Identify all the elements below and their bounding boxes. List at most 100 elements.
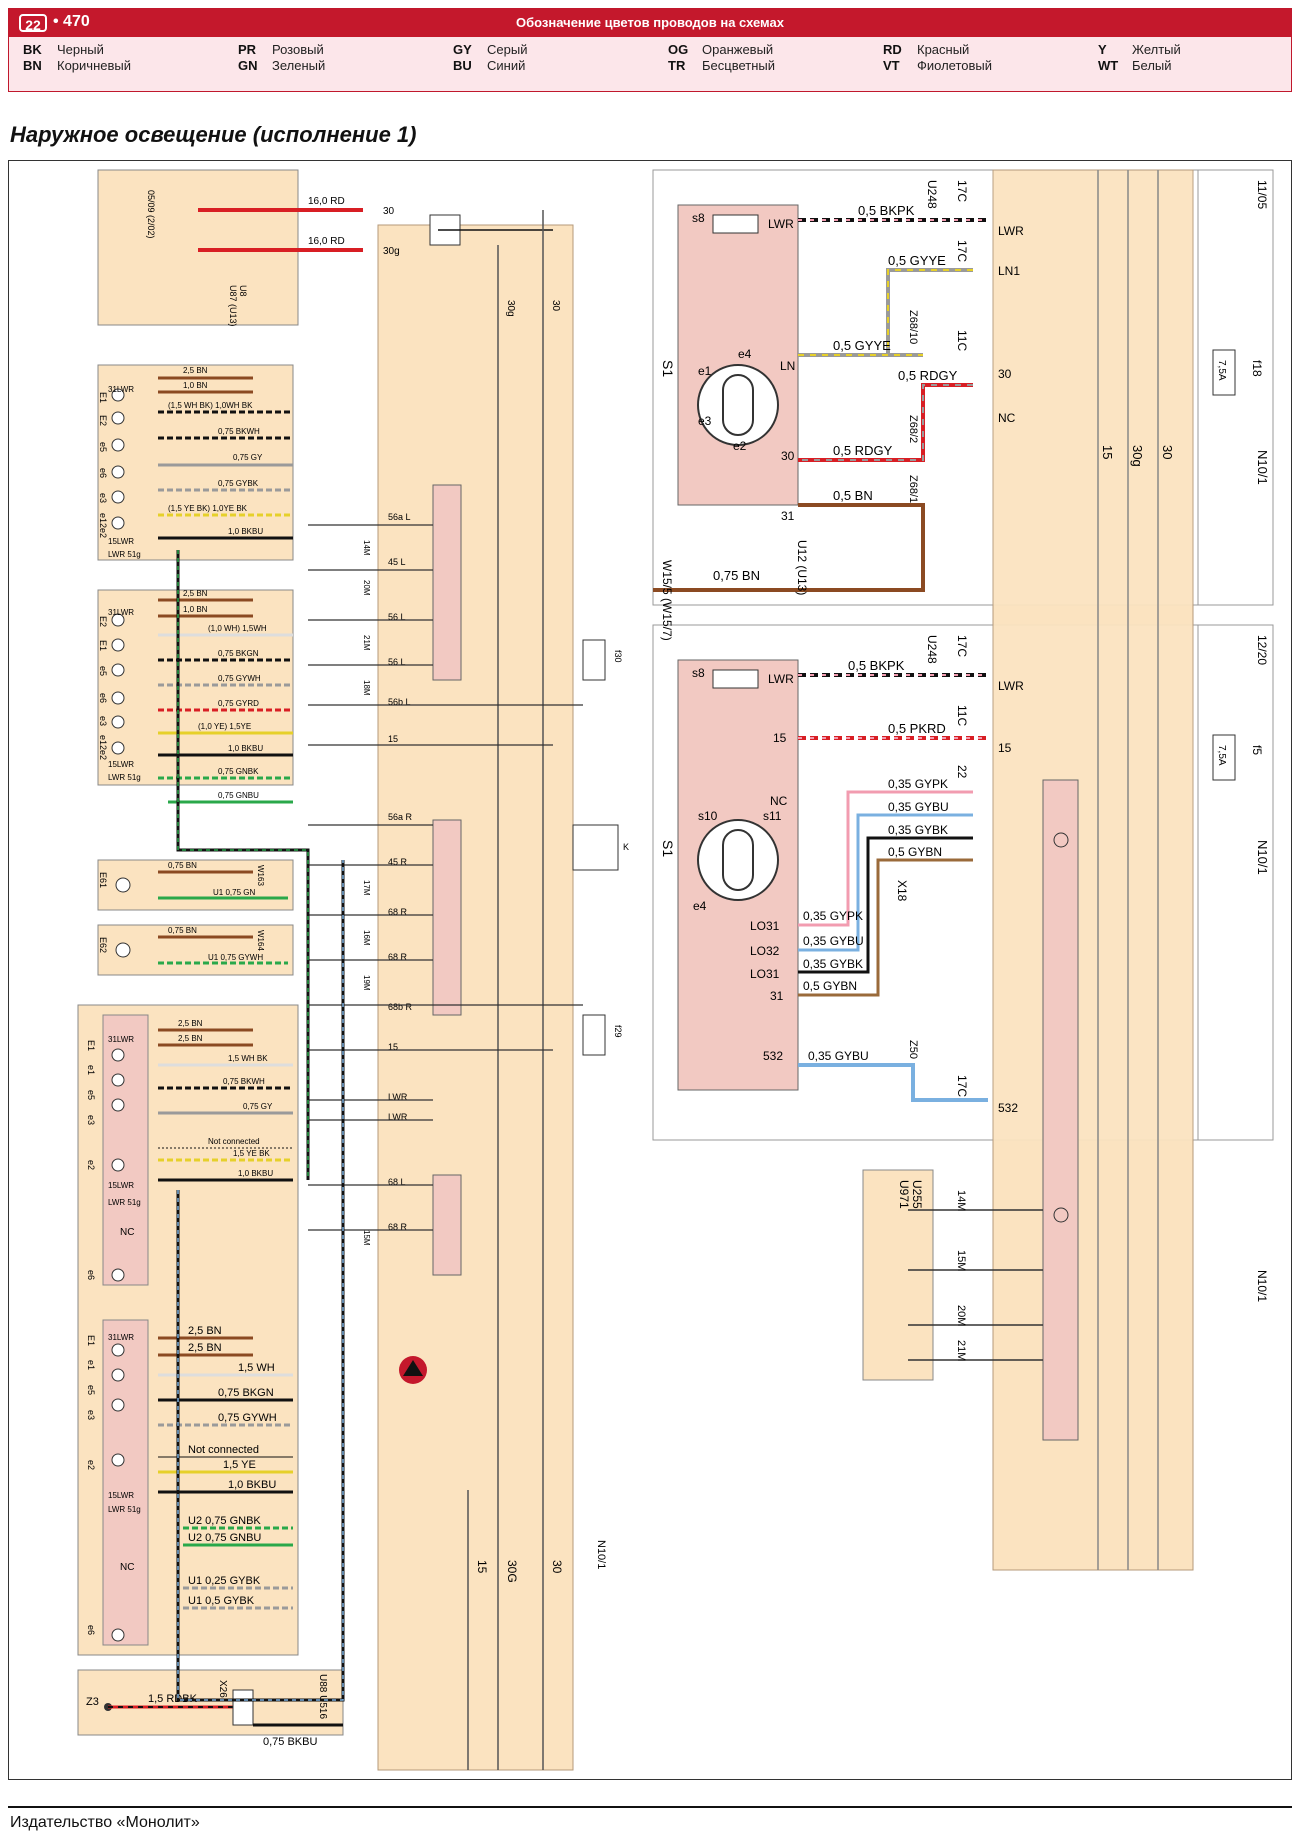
- unit-u255: [862, 1169, 934, 1381]
- svg-text:14M: 14M: [362, 540, 371, 556]
- svg-text:e3: e3: [98, 493, 108, 503]
- svg-text:0,75 GYWH: 0,75 GYWH: [218, 1412, 277, 1424]
- svg-text:E1: E1: [86, 1040, 96, 1051]
- ground-connector: [77, 1669, 344, 1736]
- svg-text:2,5 BN: 2,5 BN: [178, 1019, 203, 1028]
- svg-text:U2 0,75 GNBU: U2 0,75 GNBU: [188, 1532, 261, 1544]
- svg-text:E1: E1: [98, 392, 108, 403]
- svg-text:532: 532: [998, 1101, 1018, 1115]
- lamp-control-right: [432, 819, 462, 1016]
- svg-text:LWR: LWR: [768, 217, 794, 231]
- svg-text:E61: E61: [98, 872, 108, 888]
- svg-text:U1 0,25 GYBK: U1 0,25 GYBK: [188, 1575, 261, 1587]
- svg-text:e2: e2: [86, 1160, 96, 1170]
- svg-text:e2: e2: [98, 750, 108, 760]
- svg-text:0,35 GYBK: 0,35 GYBK: [803, 957, 863, 971]
- svg-text:e3: e3: [86, 1410, 96, 1420]
- svg-text:17C: 17C: [955, 1075, 969, 1097]
- svg-text:U87 (U13): U87 (U13): [228, 285, 238, 327]
- svg-text:NC: NC: [770, 794, 788, 808]
- svg-text:e6: e6: [86, 1270, 96, 1280]
- svg-text:Z3: Z3: [86, 1696, 99, 1708]
- svg-text:f30: f30: [613, 650, 623, 663]
- svg-text:E1: E1: [86, 1335, 96, 1346]
- svg-text:e6: e6: [98, 468, 108, 478]
- svg-text:56b L: 56b L: [388, 697, 411, 707]
- svg-text:s8: s8: [692, 666, 705, 680]
- publisher-footer: Издательство «Монолит»: [10, 1814, 200, 1831]
- front-lamp-1: [97, 364, 294, 561]
- svg-text:e5: e5: [86, 1090, 96, 1100]
- svg-text:LWR 51g: LWR 51g: [108, 550, 141, 559]
- svg-text:0,5 BKPK: 0,5 BKPK: [858, 203, 915, 218]
- page-badge: 22: [19, 14, 47, 33]
- svg-text:e5: e5: [98, 442, 108, 452]
- svg-text:45 L: 45 L: [388, 557, 406, 567]
- svg-text:N10/1: N10/1: [595, 1540, 607, 1569]
- svg-text:0,5 RDGY: 0,5 RDGY: [833, 443, 893, 458]
- relay-f29: [582, 1014, 606, 1056]
- svg-text:1,0 BKBU: 1,0 BKBU: [228, 1479, 276, 1491]
- svg-text:s8: s8: [692, 211, 705, 225]
- svg-text:U255: U255: [910, 1180, 924, 1209]
- svg-text:f18: f18: [1250, 360, 1264, 377]
- header-bar: 22 • 470 Обозначение цветов проводов на …: [9, 9, 1291, 37]
- svg-text:LWR 51g: LWR 51g: [108, 1198, 141, 1207]
- svg-text:NC: NC: [998, 411, 1016, 425]
- svg-text:U971: U971: [897, 1180, 911, 1209]
- svg-text:18M: 18M: [362, 680, 371, 696]
- svg-text:0,75 BKBU: 0,75 BKBU: [263, 1736, 317, 1748]
- svg-text:21M: 21M: [362, 635, 371, 651]
- svg-text:30: 30: [550, 1560, 564, 1574]
- svg-text:f29: f29: [613, 1025, 623, 1038]
- svg-text:30g: 30g: [383, 246, 400, 257]
- svg-text:e3: e3: [98, 716, 108, 726]
- svg-text:1,0 BN: 1,0 BN: [183, 381, 208, 390]
- svg-text:e1: e1: [698, 364, 712, 378]
- svg-text:LWR 51g: LWR 51g: [108, 1505, 141, 1514]
- svg-text:X18: X18: [895, 880, 909, 902]
- svg-text:Z68/10: Z68/10: [907, 310, 919, 344]
- svg-text:2,5 BN: 2,5 BN: [183, 589, 208, 598]
- svg-text:20M: 20M: [955, 1305, 967, 1326]
- front-lamp-2: [97, 589, 294, 786]
- svg-text:U248: U248: [925, 180, 939, 209]
- svg-text:31: 31: [781, 509, 795, 523]
- svg-text:2,5 BN: 2,5 BN: [188, 1342, 222, 1354]
- svg-text:e2: e2: [733, 439, 747, 453]
- svg-text:e5: e5: [86, 1385, 96, 1395]
- svg-text:0,35 GYBU: 0,35 GYBU: [803, 934, 864, 948]
- svg-text:NC: NC: [120, 1562, 134, 1573]
- fuse-f18: [1212, 349, 1236, 396]
- svg-text:17M: 17M: [362, 880, 371, 896]
- lamp-symbols: [111, 388, 125, 530]
- svg-text:15: 15: [388, 734, 398, 744]
- fuse-box: [97, 169, 299, 326]
- svg-text:45 R: 45 R: [388, 857, 408, 867]
- color-legend-panel: 22 • 470 Обозначение цветов проводов на …: [8, 8, 1292, 92]
- svg-text:15LWR: 15LWR: [108, 760, 134, 769]
- svg-text:Not connected: Not connected: [188, 1444, 259, 1456]
- fuse-box-ref: 05/09 (2/02): [146, 190, 156, 239]
- svg-text:U248: U248: [925, 635, 939, 664]
- svg-text:Z68/2: Z68/2: [907, 415, 919, 443]
- svg-text:31LWR: 31LWR: [108, 1035, 134, 1044]
- svg-text:LO32: LO32: [750, 944, 780, 958]
- footer-rule: [8, 1806, 1292, 1808]
- fuse-f5: [1212, 734, 1236, 781]
- svg-text:15: 15: [388, 1042, 398, 1052]
- svg-text:1,5 RDBK: 1,5 RDBK: [148, 1693, 198, 1705]
- svg-text:30: 30: [1160, 445, 1175, 459]
- svg-text:e3: e3: [698, 414, 712, 428]
- svg-text:E2: E2: [98, 415, 108, 426]
- svg-text:0,75 GYWH: 0,75 GYWH: [218, 674, 261, 683]
- svg-text:15LWR: 15LWR: [108, 537, 134, 546]
